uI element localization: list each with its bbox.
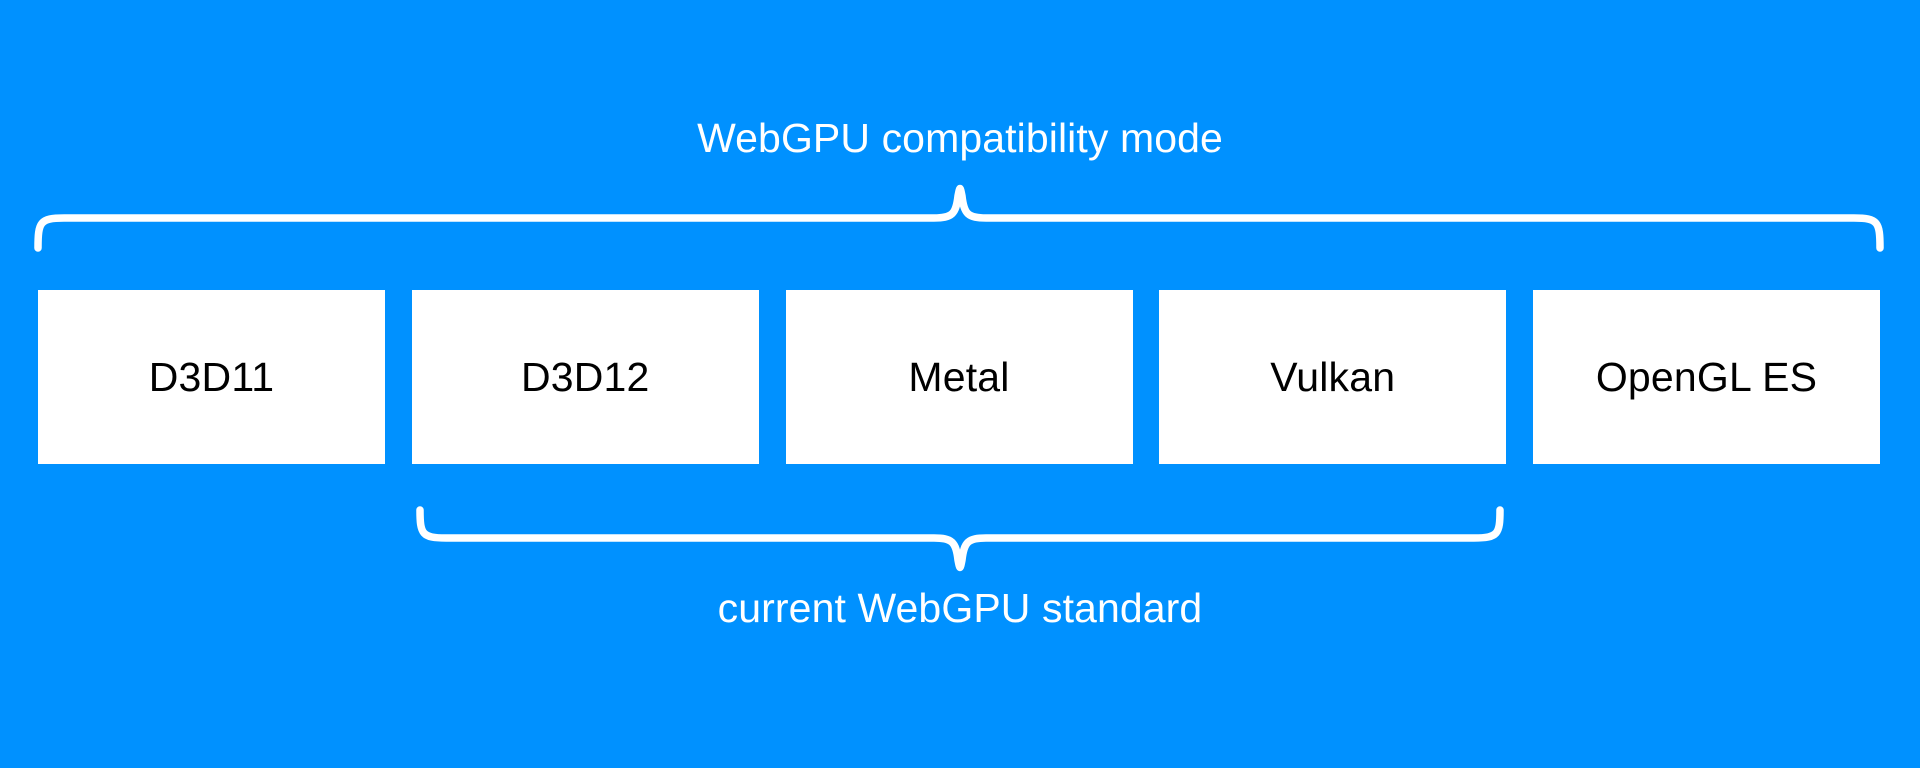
top-group-label: WebGPU compatibility mode bbox=[697, 115, 1223, 161]
bottom-group-label: current WebGPU standard bbox=[717, 585, 1203, 631]
api-box-metal[interactable]: Metal bbox=[785, 290, 1133, 464]
bottom-brace-path bbox=[416, 506, 1504, 572]
api-box-label: D3D11 bbox=[148, 353, 275, 400]
api-box-label: Metal bbox=[908, 353, 1010, 400]
api-box-d3d11[interactable]: D3D11 bbox=[38, 290, 385, 464]
api-box-vulkan[interactable]: Vulkan bbox=[1159, 290, 1507, 464]
api-box-row: D3D11 D3D12 Metal Vulkan OpenGL ES bbox=[38, 290, 1880, 464]
api-box-label: OpenGL ES bbox=[1595, 353, 1818, 400]
top-brace-path bbox=[34, 184, 1884, 252]
api-box-label: Vulkan bbox=[1270, 353, 1396, 400]
api-box-label: D3D12 bbox=[520, 353, 650, 400]
api-box-opengl-es[interactable]: OpenGL ES bbox=[1533, 290, 1880, 464]
api-box-d3d12[interactable]: D3D12 bbox=[411, 290, 759, 464]
